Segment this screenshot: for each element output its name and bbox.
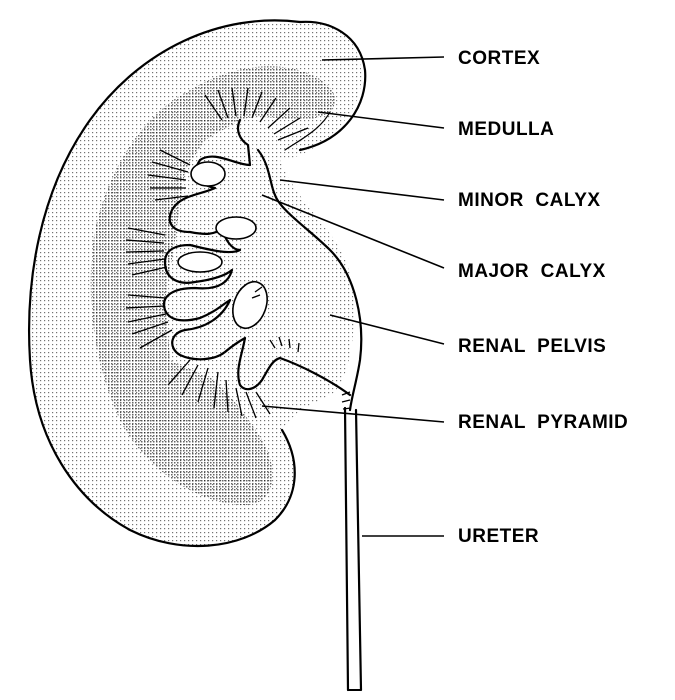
label-minor-calyx: MINOR CALYX [458,190,601,211]
label-cortex: CORTEX [458,48,540,69]
ureter-right-wall [356,410,361,690]
label-renal-pyramid: RENAL PYRAMID [458,412,628,433]
ureter-left-wall [345,408,348,690]
label-ureter: URETER [458,526,539,547]
label-renal-pelvis: RENAL PELVIS [458,336,606,357]
minor-calyx-leader [280,180,444,200]
label-medulla: MEDULLA [458,119,554,140]
label-major-calyx: MAJOR CALYX [458,261,606,282]
